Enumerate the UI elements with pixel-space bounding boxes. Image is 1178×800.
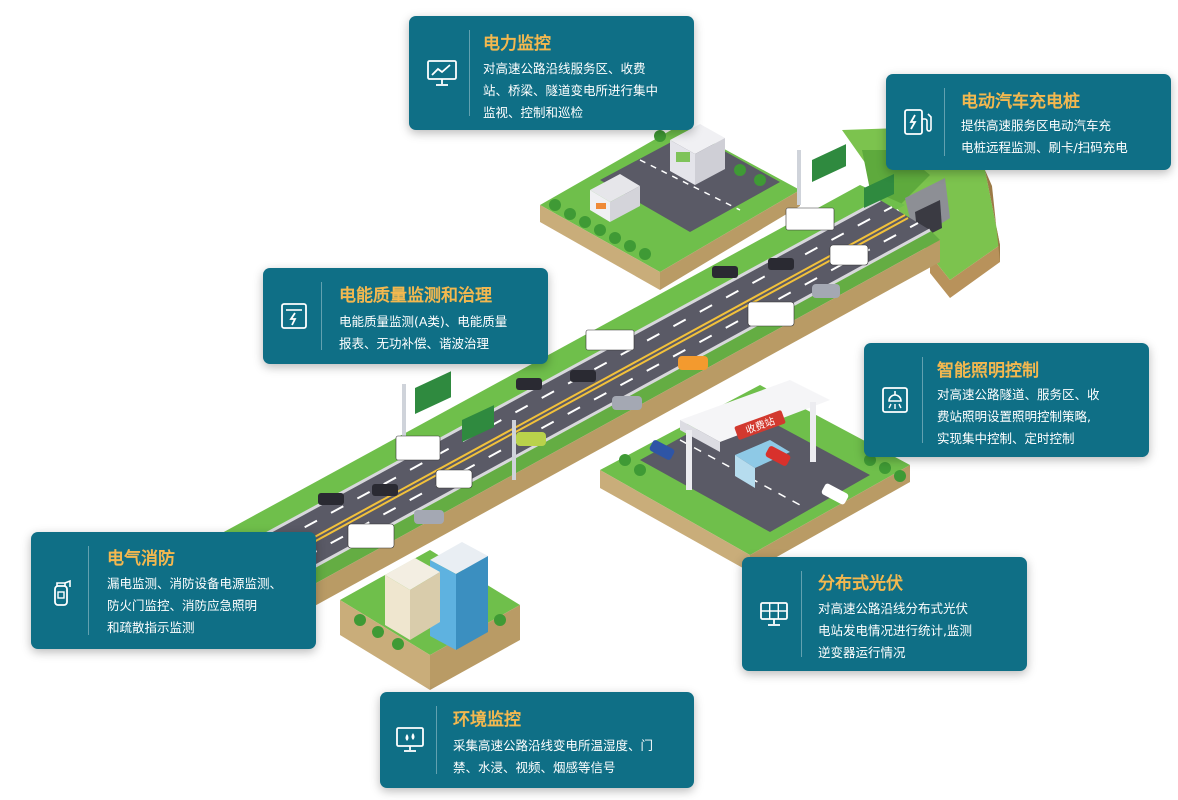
solar-panel-icon	[754, 594, 794, 634]
desc-line: 电桩远程监测、刷卡/扫码充电	[961, 140, 1128, 155]
card-description: 电能质量监测(A类)、电能质量 报表、无功补偿、谐波治理	[339, 311, 507, 355]
card-distributed-pv: 分布式光伏 对高速公路沿线分布式光伏 电站发电情况进行统计,监测 逆变器运行情况	[742, 557, 1027, 671]
card-divider	[922, 357, 923, 443]
card-description: 对高速公路沿线服务区、收费 站、桥梁、隧道变电所进行集中 监视、控制和巡检	[483, 58, 658, 124]
gantry-signs	[402, 144, 894, 480]
card-title: 智能照明控制	[937, 361, 1039, 381]
desc-line: 对高速公路沿线服务区、收费	[483, 61, 646, 76]
monitor-chart-icon	[422, 53, 462, 93]
desc-line: 采集高速公路沿线变电所温湿度、门	[453, 738, 654, 753]
card-power-quality: 电能质量监测和治理 电能质量监测(A类)、电能质量 报表、无功补偿、谐波治理	[263, 268, 548, 364]
card-description: 采集高速公路沿线变电所温湿度、门 禁、水浸、视频、烟感等信号	[453, 735, 653, 779]
card-divider	[321, 282, 322, 350]
desc-line: 对高速公路隧道、服务区、收	[937, 387, 1100, 402]
desc-line: 监视、控制和巡检	[483, 105, 584, 120]
card-description: 提供高速服务区电动汽车充 电桩远程监测、刷卡/扫码充电	[961, 115, 1128, 159]
card-description: 漏电监测、消防设备电源监测、 防火门监控、消防应急照明 和疏散指示监测	[107, 573, 282, 639]
desc-line: 逆变器运行情况	[818, 645, 906, 660]
card-divider	[88, 546, 89, 635]
card-divider	[801, 571, 802, 657]
card-divider	[436, 706, 437, 774]
card-title: 电能质量监测和治理	[339, 286, 492, 306]
service-area	[540, 124, 800, 290]
card-title: 电气消防	[107, 549, 175, 569]
ev-charger-icon	[897, 102, 937, 142]
toll-plaza: 收费站	[600, 380, 910, 572]
card-divider	[944, 88, 945, 156]
desc-line: 漏电监测、消防设备电源监测、	[107, 576, 283, 591]
card-description: 对高速公路沿线分布式光伏 电站发电情况进行统计,监测 逆变器运行情况	[818, 598, 972, 664]
card-title: 电动汽车充电桩	[961, 92, 1080, 112]
desc-line: 提供高速服务区电动汽车充	[961, 118, 1112, 133]
desc-line: 对高速公路沿线分布式光伏	[818, 601, 969, 616]
card-ev-charging: 电动汽车充电桩 提供高速服务区电动汽车充 电桩远程监测、刷卡/扫码充电	[886, 74, 1171, 170]
desc-line: 和疏散指示监测	[107, 620, 195, 635]
environment-monitor-icon	[390, 720, 430, 760]
desc-line: 电站发电情况进行统计,监测	[818, 623, 972, 638]
desc-line: 报表、无功补偿、谐波治理	[339, 336, 490, 351]
office-buildings	[340, 542, 520, 690]
card-electrical-fire: 电气消防 漏电监测、消防设备电源监测、 防火门监控、消防应急照明 和疏散指示监测	[31, 532, 316, 649]
card-divider	[469, 30, 470, 116]
card-power-monitoring: 电力监控 对高速公路沿线服务区、收费 站、桥梁、隧道变电所进行集中 监视、控制和…	[409, 16, 694, 130]
desc-line: 禁、水浸、视频、烟感等信号	[453, 760, 616, 775]
card-environment-monitoring: 环境监控 采集高速公路沿线变电所温湿度、门 禁、水浸、视频、烟感等信号	[380, 692, 694, 788]
card-title: 电力监控	[483, 34, 551, 54]
desc-line: 电能质量监测(A类)、电能质量	[339, 314, 508, 329]
desc-line: 站、桥梁、隧道变电所进行集中	[483, 83, 659, 98]
fire-extinguisher-icon	[41, 572, 81, 612]
card-smart-lighting: 智能照明控制 对高速公路隧道、服务区、收 费站照明设置照明控制策略, 实现集中控…	[864, 343, 1149, 457]
lighting-icon	[875, 380, 915, 420]
card-title: 分布式光伏	[818, 574, 903, 594]
vehicles	[318, 207, 869, 549]
card-description: 对高速公路隧道、服务区、收 费站照明设置照明控制策略, 实现集中控制、定时控制	[937, 384, 1100, 450]
desc-line: 防火门监控、消防应急照明	[107, 598, 258, 613]
desc-line: 实现集中控制、定时控制	[937, 431, 1075, 446]
card-title: 环境监控	[453, 710, 521, 730]
desc-line: 费站照明设置照明控制策略,	[937, 409, 1091, 424]
power-meter-icon	[274, 296, 314, 336]
